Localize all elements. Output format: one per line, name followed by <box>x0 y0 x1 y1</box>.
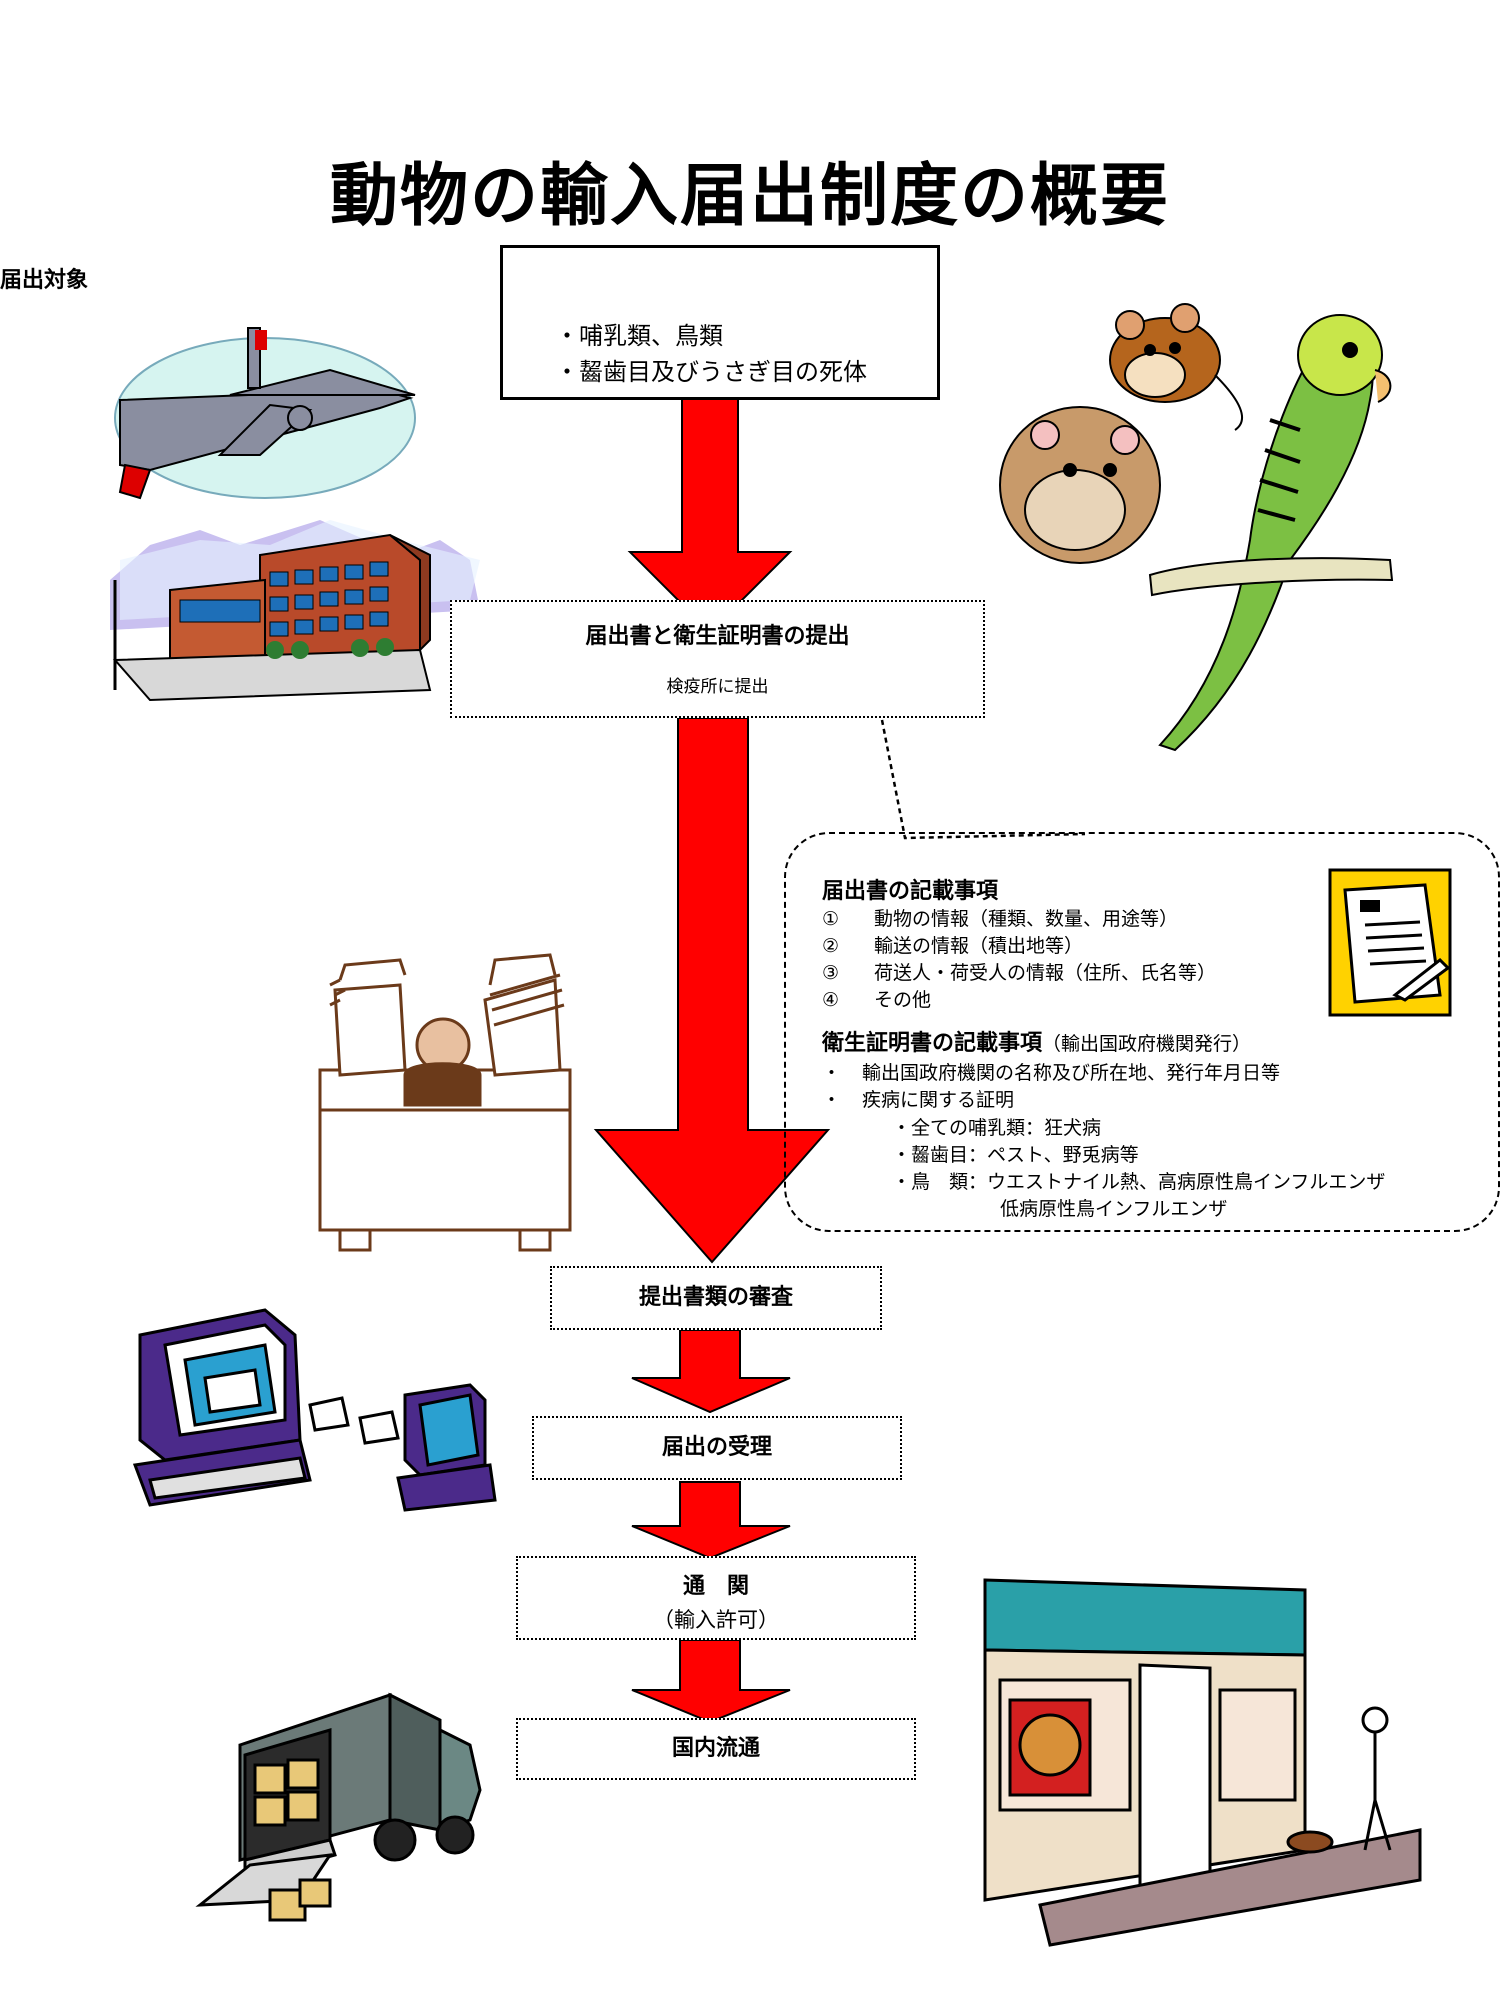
flow-arrow-2 <box>593 717 831 1264</box>
page-title: 動物の輸入届出制度の概要 <box>329 157 1170 236</box>
callout-pointer <box>880 719 1086 840</box>
flow-arrow-1 <box>627 397 793 634</box>
list-item: ・輸出国政府機関の名称及び所在地、発行年月日等 <box>822 1062 1281 1084</box>
document-icon <box>1328 868 1452 1017</box>
submission-box: 届出書と衛生証明書の提出 検疫所に提出 <box>450 600 985 718</box>
worker-illustration <box>318 953 572 1252</box>
computers-illustration <box>132 1308 497 1512</box>
target-item: ・哺乳類、鳥類 <box>555 322 723 350</box>
disease-item: ・鳥 類：ウエストナイル熱、高病原性鳥インフルエンザ <box>892 1171 1386 1193</box>
target-list: ・哺乳類、鳥類 ・齧歯目及びうさぎ目の死体 <box>555 318 867 390</box>
flow-arrow-4 <box>631 1481 791 1560</box>
review-step-label: 提出書類の審査 <box>638 1285 793 1310</box>
notification-heading: 届出書の記載事項 <box>822 879 999 904</box>
truck-illustration <box>195 1692 482 1922</box>
disease-item: ・全ての哺乳類：狂犬病 <box>892 1117 1102 1139</box>
review-step-box: 提出書類の審査 <box>550 1266 882 1330</box>
pet-shop-illustration <box>983 1578 1422 1947</box>
disease-item: ・齧歯目：ペスト、野兎病等 <box>892 1144 1139 1166</box>
acceptance-step-box: 届出の受理 <box>532 1416 902 1480</box>
airplane-airport-illustration <box>110 327 480 702</box>
certificate-heading-row: 衛生証明書の記載事項（輸出国政府機関発行） <box>822 1030 1251 1058</box>
certificate-heading-note: （輸出国政府機関発行） <box>1042 1033 1252 1055</box>
distribution-step-box: 国内流通 <box>516 1718 916 1780</box>
submission-heading: 届出書と衛生証明書の提出 <box>585 624 850 649</box>
certificate-heading: 衛生証明書の記載事項 <box>822 1031 1043 1056</box>
customs-step-label: 通 関 <box>682 1574 749 1599</box>
certificate-list: ・輸出国政府機関の名称及び所在地、発行年月日等 ・疾病に関する証明 <box>822 1060 1280 1114</box>
acceptance-step-label: 届出の受理 <box>661 1435 772 1460</box>
disease-list: ・全ての哺乳類：狂犬病 ・齧歯目：ペスト、野兎病等 ・鳥 類：ウエストナイル熱、… <box>892 1115 1385 1223</box>
target-heading: 届出対象 <box>0 268 89 293</box>
disease-item: 低病原性鳥インフルエンザ <box>1000 1198 1228 1220</box>
customs-step-sub: （輸入許可） <box>653 1608 779 1632</box>
requirements-callout <box>784 832 1500 1232</box>
list-item: ・疾病に関する証明 <box>822 1089 1015 1111</box>
customs-step-box: 通 関 （輸入許可） <box>516 1556 916 1640</box>
animals-illustration <box>999 303 1394 752</box>
submission-sub: 検疫所に提出 <box>666 677 769 697</box>
target-box <box>500 245 940 400</box>
flow-arrow-5 <box>631 1639 791 1724</box>
distribution-step-label: 国内流通 <box>671 1736 760 1761</box>
flow-arrow-3 <box>631 1329 791 1414</box>
target-item: ・齧歯目及びうさぎ目の死体 <box>555 358 867 386</box>
